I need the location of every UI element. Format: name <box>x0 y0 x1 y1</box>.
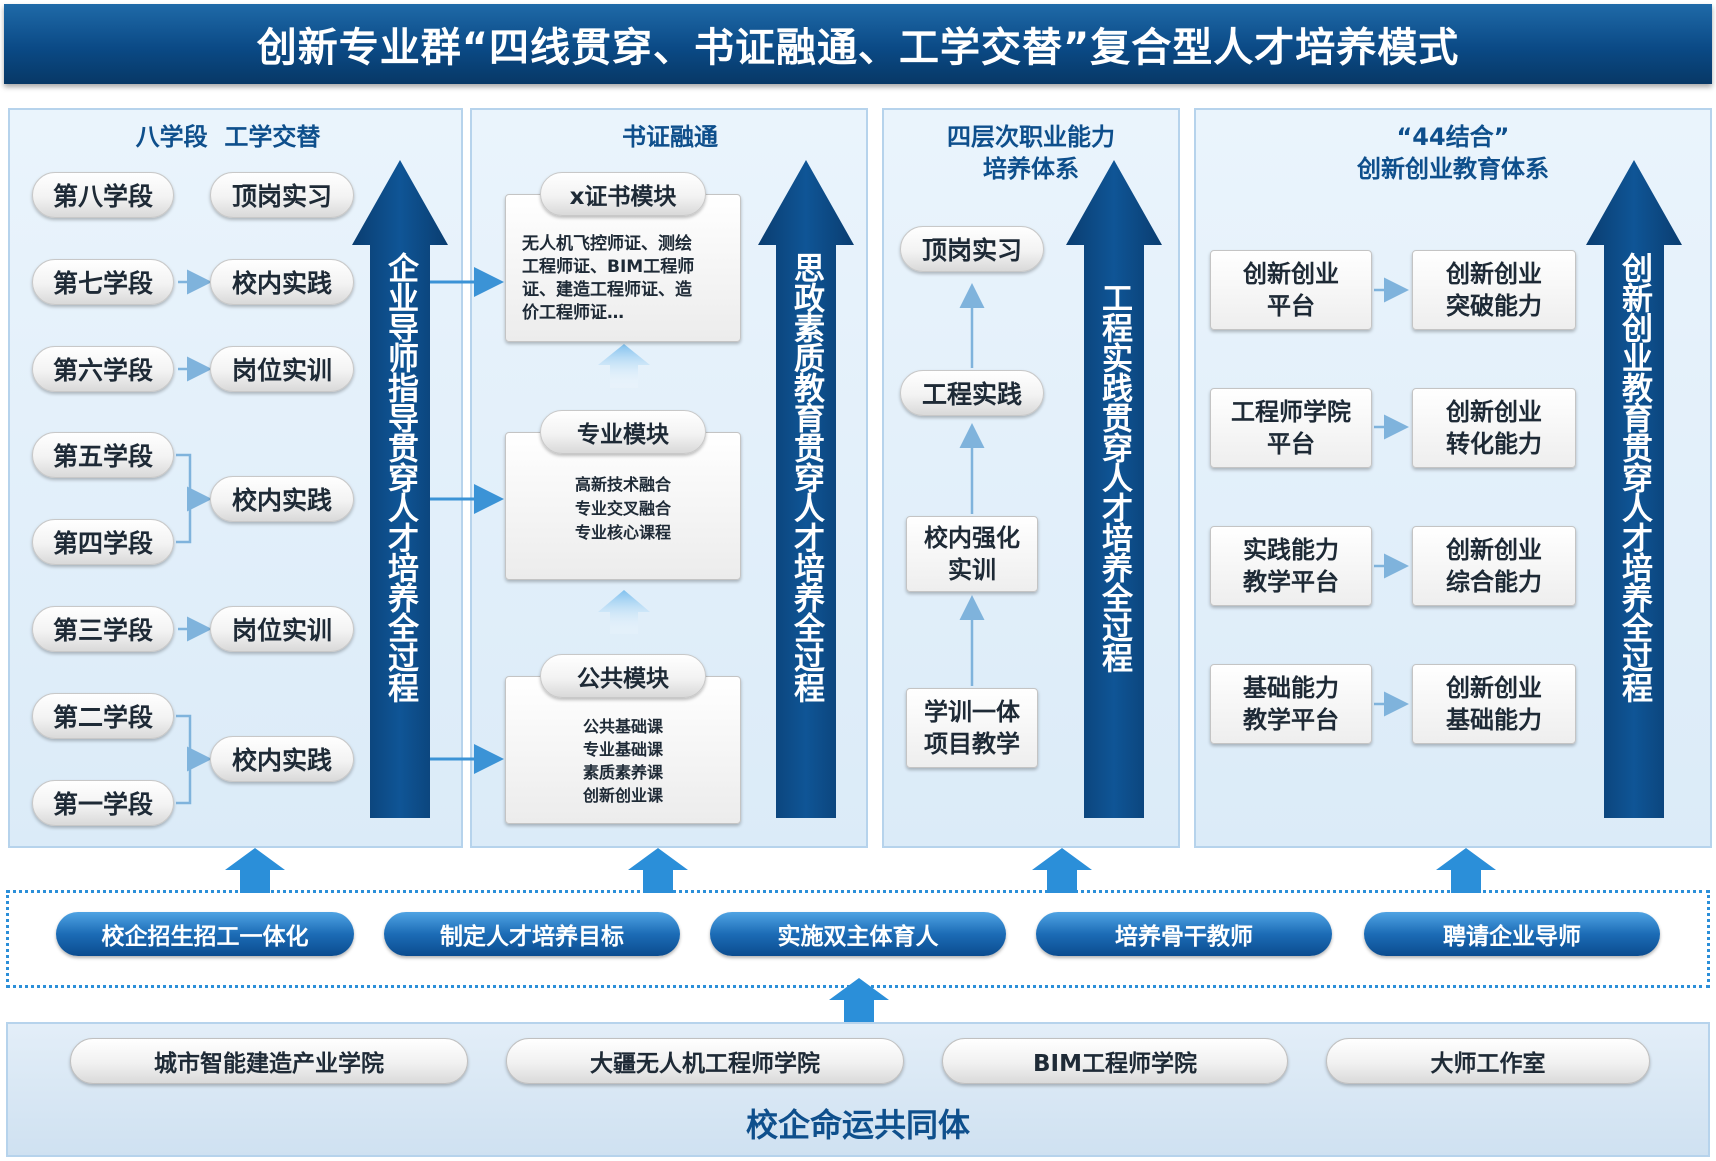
module-professional: 高新技术融合 专业交叉融合 专业核心课程 <box>505 432 741 580</box>
platform-basic-teaching: 基础能力 教学平台 <box>1210 664 1372 744</box>
stage-5: 第五学段 <box>32 432 174 478</box>
measure-teachers: 培养骨干教师 <box>1036 912 1332 956</box>
platform-innovation: 创新创业 平台 <box>1210 250 1372 330</box>
panel3-title-line2: 培养体系 <box>983 155 1079 183</box>
stage-1: 第一学段 <box>32 780 174 826</box>
stage-7: 第七学段 <box>32 259 174 305</box>
activity-internship: 顶岗实习 <box>210 172 354 218</box>
stage-3: 第三学段 <box>32 606 174 652</box>
activity-campus-practice-2: 校内实践 <box>210 476 354 522</box>
stage-4: 第四学段 <box>32 519 174 565</box>
level-internship: 顶岗实习 <box>900 226 1044 272</box>
community-dji-college: 大疆无人机工程师学院 <box>506 1038 904 1084</box>
ability-transformation: 创新创业 转化能力 <box>1412 388 1576 468</box>
community-bim-college: BIM工程师学院 <box>942 1038 1288 1084</box>
module-certificate: 无人机飞控师证、测绘 工程师证、BIM工程师 证、建造工程师证、造 价工程师证… <box>505 194 741 342</box>
module-professional-title: 专业模块 <box>540 410 706 454</box>
platform-engineer-college: 工程师学院 平台 <box>1210 388 1372 468</box>
measures-container <box>6 890 1710 988</box>
activity-campus-practice-3: 校内实践 <box>210 736 354 782</box>
level-engineering-practice: 工程实践 <box>900 370 1044 416</box>
panel2-title: 书证融通 <box>622 123 718 151</box>
ability-basic: 创新创业 基础能力 <box>1412 664 1576 744</box>
arrow-innovation <box>1586 160 1682 818</box>
arrow-engineering-text: 工程实践贯穿人才培养全过程 <box>1096 282 1132 672</box>
arrow-ideology <box>758 160 854 818</box>
measure-enrollment: 校企招生招工一体化 <box>56 912 354 956</box>
arrow-engineering <box>1066 160 1162 818</box>
stage-8: 第八学段 <box>32 172 174 218</box>
measure-goals: 制定人才培养目标 <box>384 912 680 956</box>
stage-6: 第六学段 <box>32 346 174 392</box>
community-smart-construction: 城市智能建造产业学院 <box>70 1038 468 1084</box>
activity-campus-practice-1: 校内实践 <box>210 259 354 305</box>
arrow-innovation-text: 创新创业教育贯穿人才培养全过程 <box>1616 252 1652 702</box>
community-label: 校企命运共同体 <box>745 1106 970 1144</box>
page-title: 创新专业群“四线贯穿、书证融通、工学交替”复合型人才培养模式 <box>4 4 1712 84</box>
activity-post-training-2: 岗位实训 <box>210 606 354 652</box>
measure-dual-subject: 实施双主体育人 <box>710 912 1006 956</box>
community-master-studio: 大师工作室 <box>1326 1038 1650 1084</box>
module-professional-body: 高新技术融合 专业交叉融合 专业核心课程 <box>574 475 671 542</box>
level-campus-training: 校内强化 实训 <box>906 516 1038 592</box>
arrow-ideology-text: 思政素质教育贯穿人才培养全过程 <box>788 252 824 702</box>
panel4-title-line1: “44结合” <box>1396 123 1510 151</box>
module-certificate-body: 无人机飞控师证、测绘 工程师证、BIM工程师 证、建造工程师证、造 价工程师证… <box>522 234 695 323</box>
ability-breakthrough: 创新创业 突破能力 <box>1412 250 1576 330</box>
arrow-mentor-text: 企业导师指导贯穿人才培养全过程 <box>382 252 418 702</box>
measure-mentors: 聘请企业导师 <box>1364 912 1660 956</box>
platform-practice-teaching: 实践能力 教学平台 <box>1210 526 1372 606</box>
arrow-mentor <box>352 160 448 818</box>
module-certificate-title: x证书模块 <box>540 172 706 216</box>
panel1-title: 八学段 工学交替 <box>135 123 321 151</box>
activity-post-training-1: 岗位实训 <box>210 346 354 392</box>
module-public-body: 公共基础课 专业基础课 素质素养课 创新创业课 <box>582 717 663 805</box>
stage-2: 第二学段 <box>32 693 174 739</box>
level-project-teaching: 学训一体 项目教学 <box>906 688 1038 768</box>
module-public-title: 公共模块 <box>540 654 706 698</box>
panel4-title-line2: 创新创业教育体系 <box>1357 155 1549 183</box>
ability-comprehensive: 创新创业 综合能力 <box>1412 526 1576 606</box>
panel3-title-line1: 四层次职业能力 <box>947 123 1115 151</box>
module-public: 公共基础课 专业基础课 素质素养课 创新创业课 <box>505 676 741 824</box>
